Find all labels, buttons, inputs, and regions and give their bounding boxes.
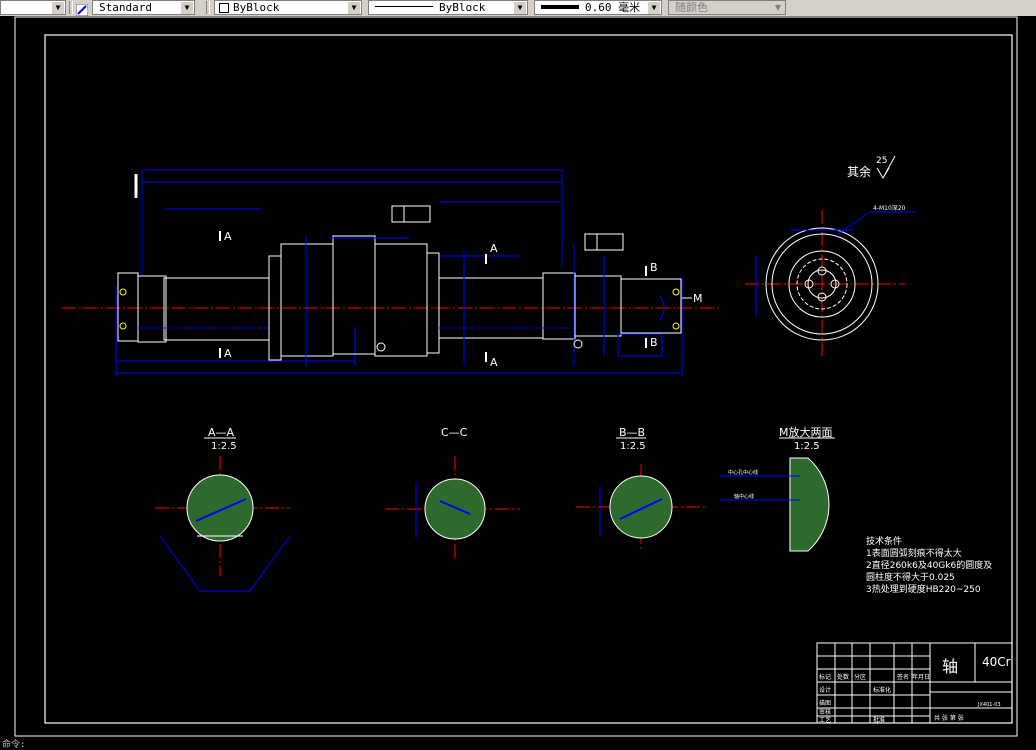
sheet-label: 共 张 第 张 [934,714,964,722]
drawing-number: JX401-03 [977,702,1001,708]
roughness-note: 其余 25 [847,155,896,179]
section-b-b: B—B 1:2.5 [576,426,705,551]
text-style-icon[interactable] [75,1,89,17]
section-a-scale: 1:2.5 [211,441,237,452]
approve-label: 批准 [873,716,885,724]
command-line[interactable]: 命令: [0,740,1036,750]
section-m-title: M放大两面 [779,425,833,439]
title-block [816,642,1013,724]
tech-line-1: 1表面圆弧刻痕不得太大 [866,547,962,559]
row-label-trace: 描图 [819,699,831,707]
color-swatch-icon [219,3,229,13]
plot-style-select: 随颜色 ▼ [668,0,786,15]
properties-toolbar: ▼ Standard ▼ ByBlock ▼ ByBlock ▼ 0.60 毫米… [0,0,1036,17]
row-label-review: 审核 [819,708,831,716]
std-label: 标准化 [873,686,891,694]
section-mark-b-top: B [650,261,658,274]
roughness-symbol-icon [876,155,896,179]
hole-note: 4-M10深20 [873,204,906,212]
section-mark-b-bottom: B [650,336,658,349]
tech-line-2: 2直径260k6及40Gk6的圆度及 [866,559,992,571]
section-a-title: A—A [208,426,235,439]
chevron-down-icon: ▼ [772,2,784,14]
col-label-date: 年月日 [912,673,930,681]
section-b-title: B—B [619,426,645,439]
tech-line-4: 3热处理到硬度HB220~250 [866,583,981,595]
linetype-sample-icon [375,6,433,7]
section-mark-a2-top: A [490,242,498,255]
text-style-select[interactable]: Standard ▼ [92,0,195,15]
roughness-value: 25 [876,156,887,166]
tech-line-3: 圆柱度不得大于0.025 [866,571,955,583]
lineweight-sample-icon [541,5,579,9]
end-view: 4-M10深20 [745,204,915,356]
tech-heading: 技术条件 [866,535,902,547]
section-c-c: C—C [385,426,520,561]
toolbar-separator [206,1,210,14]
color-value: ByBlock [233,1,280,14]
chevron-down-icon[interactable]: ▼ [52,2,64,14]
title-block-text: 轴 40Cr 标记 设计 描图 审核 工艺 处数 分区 签名 年月日 标准化 批… [819,655,1011,724]
toolbar-separator [69,1,73,14]
row-label-mark: 标记 [819,673,831,681]
drawing-canvas[interactable]: A A A A B B M 其余 25 4-M10深20 A—A 1:2.5 [0,16,1036,740]
chevron-down-icon[interactable]: ▼ [348,2,360,14]
chevron-down-icon[interactable]: ▼ [514,2,526,14]
lineweight-select[interactable]: 0.60 毫米 ▼ [534,0,662,15]
linetype-value: ByBlock [439,1,486,14]
lineweight-value: 0.60 毫米 [585,1,641,14]
text-style-value: Standard [99,1,152,14]
section-mark-a-top: A [224,230,232,243]
section-m-detail: M放大两面 1:2.5 中心孔中心线 轴中心线 [720,425,835,552]
section-m-scale: 1:2.5 [794,441,820,452]
section-a-a: A—A 1:2.5 [155,426,291,592]
inner-frame [44,34,1013,724]
section-b-scale: 1:2.5 [620,441,646,452]
color-select[interactable]: ByBlock ▼ [214,0,362,15]
shaft-main-view: A A A A B B M [62,169,720,376]
section-c-title: C—C [441,426,468,439]
m-note-1: 中心孔中心线 [728,469,758,476]
col-label-count: 处数 [837,673,849,681]
row-label-process: 工艺 [819,716,831,724]
cad-drawing: A A A A B B M 其余 25 4-M10深20 A—A 1:2.5 [14,16,1018,737]
section-mark-m: M [693,292,703,305]
col-label-zone: 分区 [854,673,866,681]
command-prefix: 命令: [2,740,26,750]
prev-combo[interactable]: ▼ [0,0,66,15]
plot-style-value: 随颜色 [675,1,708,14]
col-label-signature: 签名 [897,673,909,681]
roughness-label: 其余 [847,164,871,179]
section-mark-a2-bottom: A [490,356,498,369]
m-note-2: 轴中心线 [734,493,754,500]
section-mark-a-bottom: A [224,347,232,360]
outer-frame [14,16,1018,737]
part-name: 轴 [942,657,958,676]
part-material: 40Cr [982,655,1011,669]
linetype-select[interactable]: ByBlock ▼ [368,0,528,15]
chevron-down-icon[interactable]: ▼ [648,2,660,14]
row-label-design: 设计 [819,686,831,694]
tech-requirements: 技术条件 1表面圆弧刻痕不得太大 2直径260k6及40Gk6的圆度及 圆柱度不… [866,535,992,595]
chevron-down-icon[interactable]: ▼ [181,2,193,14]
